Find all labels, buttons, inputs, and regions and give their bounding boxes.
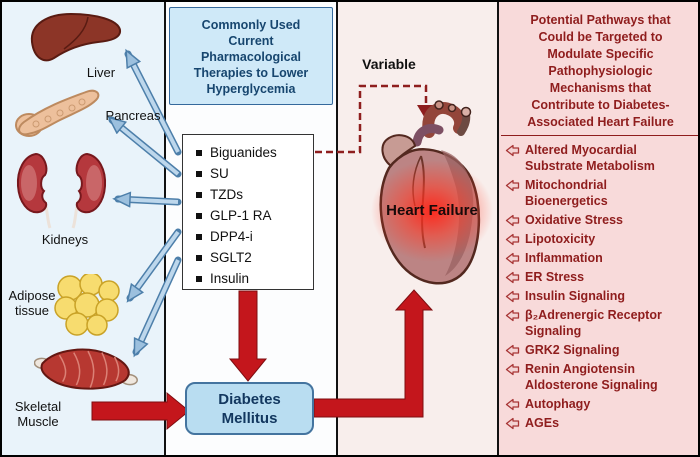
pathway-item: Insulin Signaling [505,288,698,304]
drug-label: GLP-1 RA [210,208,272,223]
drug-item: DPP4-i [196,226,309,247]
drug-label: Biguanides [210,145,277,160]
drug-item: SGLT2 [196,247,309,268]
drug-label: TZDs [210,187,243,202]
drug-item: TZDs [196,184,309,205]
drug-item: Insulin [196,268,309,289]
pathway-arrow-icon [505,179,520,192]
pathway-label: ER Stress [525,270,585,284]
pathway-item: Oxidative Stress [505,212,698,228]
heart-failure-label: Heart Failure [386,202,478,219]
kidneys-label: Kidneys [41,232,89,247]
pathways-header: Potential Pathways that Could be Targete… [501,5,698,136]
square-bullet-icon [196,233,202,240]
skeletal-muscle-label: Skeletal Muscle [14,399,62,429]
pathway-label: Oxidative Stress [525,213,623,227]
drug-label: DPP4-i [210,229,253,244]
pathway-label: AGEs [525,416,560,430]
pathway-arrow-icon [505,363,520,376]
pathway-label: GRK2 Signaling [525,343,620,357]
pathway-label: Autophagy [525,397,591,411]
pathway-arrow-icon [505,398,520,411]
square-bullet-icon [196,212,202,219]
liver-label: Liver [86,65,116,80]
adipose-label: Adipose tissue [8,288,56,318]
pathway-item: Inflammation [505,250,698,266]
therapies-header: Commonly Used Current Pharmacological Th… [169,7,333,105]
skeletal-muscle-icon [34,348,138,390]
square-bullet-icon [196,275,202,282]
pathway-label: Insulin Signaling [525,289,625,303]
pathway-arrow-icon [505,144,520,157]
pathway-arrow-icon [505,252,520,265]
kidneys-icon [16,152,107,229]
pathway-label: Lipotoxicity [525,232,596,246]
pathway-label: Mitochondrial Bioenergetics [525,178,608,208]
drug-item: GLP-1 RA [196,205,309,226]
drug-item: Biguanides [196,142,309,163]
square-bullet-icon [196,254,202,261]
variable-label: Variable [362,56,416,72]
drug-item: SU [196,163,309,184]
drug-label: Insulin [210,271,250,286]
heart-failure-glow [371,160,493,262]
pathways-list: Altered Myocardial Substrate Metabolism … [505,142,698,434]
pathway-item: GRK2 Signaling [505,342,698,358]
diabetes-mellitus-label: Diabetes Mellitus [218,390,281,427]
pathway-arrow-icon [505,309,520,322]
pathway-item: Renin Angiotensin Aldosterone Signaling [505,361,698,393]
square-bullet-icon [196,149,202,156]
pathway-label: β₂Adrenergic Receptor Signaling [525,308,662,338]
pathway-arrow-icon [505,417,520,430]
pathway-label: Inflammation [525,251,603,265]
adipose-icon [54,274,120,336]
pathway-item: Autophagy [505,396,698,412]
pancreas-label: Pancreas [105,108,161,123]
panel-pathways [499,2,698,455]
pathway-arrow-icon [505,214,520,227]
diabetes-mellitus-box: Diabetes Mellitus [185,382,314,435]
pathway-item: Mitochondrial Bioenergetics [505,177,698,209]
square-bullet-icon [196,191,202,198]
pancreas-icon [15,89,100,137]
pathway-label: Renin Angiotensin Aldosterone Signaling [525,362,658,392]
drug-label: SU [210,166,229,181]
pathway-item: Altered Myocardial Substrate Metabolism [505,142,698,174]
drug-list: Biguanides SU TZDs GLP-1 RA DPP4-i SGLT2… [182,134,314,290]
pathway-arrow-icon [505,271,520,284]
pathway-item: ER Stress [505,269,698,285]
liver-icon [30,12,122,62]
pathway-arrow-icon [505,344,520,357]
pathway-item: AGEs [505,415,698,431]
pathway-arrow-icon [505,233,520,246]
pathway-item: β₂Adrenergic Receptor Signaling [505,307,698,339]
pathway-item: Lipotoxicity [505,231,698,247]
drug-label: SGLT2 [210,250,252,265]
square-bullet-icon [196,170,202,177]
pathway-arrow-icon [505,290,520,303]
pathway-label: Altered Myocardial Substrate Metabolism [525,143,655,173]
